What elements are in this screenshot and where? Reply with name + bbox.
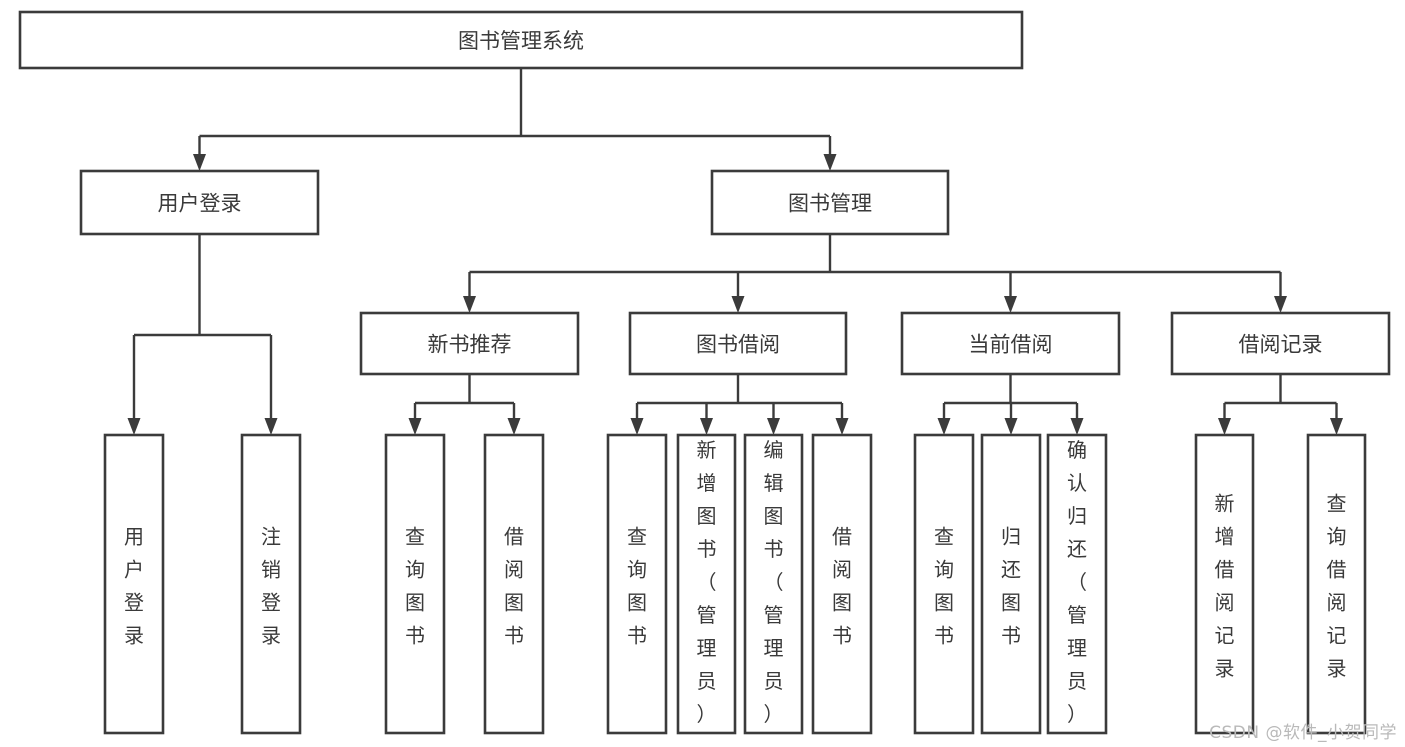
node-label-leaf-user-login: 用户登录 xyxy=(124,525,144,648)
node-label-new-book-recommend: 新书推荐 xyxy=(428,333,512,357)
node-box-leaf-borrow-book-2 xyxy=(811,433,873,735)
node-box-leaf-add-book xyxy=(676,433,737,735)
node-box-leaf-return-book xyxy=(980,433,1042,735)
node-box-borrow-record xyxy=(1170,311,1391,376)
root-arrow-2 xyxy=(823,154,837,171)
node-box-leaf-user-login xyxy=(103,433,165,735)
user-login-leaf-arrow-2 xyxy=(264,418,278,435)
node-leaf-user-login[interactable]: 用户登录 xyxy=(103,433,165,735)
node-label-leaf-edit-book: 编辑图书（管理员） xyxy=(764,438,784,726)
node-book-manage[interactable]: 图书管理 xyxy=(710,169,950,236)
node-leaf-add-book[interactable]: 新增图书（管理员） xyxy=(676,433,737,735)
node-box-leaf-query-book-2 xyxy=(606,433,668,735)
node-box-book-borrow xyxy=(628,311,848,376)
new-book-recommend-leaf-arrow-2 xyxy=(507,418,521,435)
node-label-leaf-user-logout: 注销登录 xyxy=(261,525,281,648)
node-label-book-manage: 图书管理 xyxy=(788,192,872,216)
node-label-root: 图书管理系统 xyxy=(458,29,584,53)
node-leaf-add-record[interactable]: 新增借阅记录 xyxy=(1194,433,1255,735)
node-box-leaf-confirm-return xyxy=(1046,433,1108,735)
connector-layer xyxy=(127,68,1343,435)
node-label-leaf-return-book: 归还图书 xyxy=(1001,525,1021,648)
node-book-borrow[interactable]: 图书借阅 xyxy=(628,311,848,376)
node-label-leaf-query-record: 查询借阅记录 xyxy=(1327,492,1347,681)
node-leaf-borrow-book-1[interactable]: 借阅图书 xyxy=(483,433,545,735)
node-label-leaf-query-book-1: 查询图书 xyxy=(405,525,425,648)
node-leaf-query-record[interactable]: 查询借阅记录 xyxy=(1306,433,1367,735)
book-borrow-leaf-arrow-1 xyxy=(630,418,644,435)
book-borrow-leaf-arrow-4 xyxy=(835,418,849,435)
node-label-leaf-query-book-2: 查询图书 xyxy=(627,525,647,648)
node-label-leaf-confirm-return: 确认归还（管理员） xyxy=(1067,438,1087,726)
node-label-borrow-record: 借阅记录 xyxy=(1239,333,1323,357)
book-borrow-leaf-arrow-2 xyxy=(700,418,713,435)
node-label-leaf-borrow-book-2: 借阅图书 xyxy=(832,525,852,648)
node-box-book-manage xyxy=(710,169,950,236)
node-box-leaf-borrow-book-1 xyxy=(483,433,545,735)
node-box-leaf-edit-book xyxy=(743,433,804,735)
root-arrow-1 xyxy=(193,154,206,171)
user-login-leaf-arrow-1 xyxy=(127,418,141,435)
borrow-record-leaf-arrow-2 xyxy=(1330,418,1343,435)
node-new-book-recommend[interactable]: 新书推荐 xyxy=(359,311,580,376)
node-label-leaf-add-record: 新增借阅记录 xyxy=(1215,492,1235,681)
book-manage-arrow-1 xyxy=(463,296,476,313)
book-manage-arrow-4 xyxy=(1274,296,1287,313)
node-box-leaf-query-book-1 xyxy=(384,433,446,735)
node-leaf-query-book-3[interactable]: 查询图书 xyxy=(913,433,975,735)
node-leaf-return-book[interactable]: 归还图书 xyxy=(980,433,1042,735)
current-borrow-leaf-arrow-3 xyxy=(1070,418,1084,435)
current-borrow-leaf-arrow-1 xyxy=(937,418,951,435)
node-user-login[interactable]: 用户登录 xyxy=(79,169,320,236)
node-box-current-borrow xyxy=(900,311,1121,376)
current-borrow-leaf-arrow-2 xyxy=(1004,418,1018,435)
node-label-leaf-query-book-3: 查询图书 xyxy=(934,525,954,648)
node-box-leaf-query-book-3 xyxy=(913,433,975,735)
node-box-leaf-add-record xyxy=(1194,433,1255,735)
node-layer: 图书管理系统用户登录图书管理新书推荐图书借阅当前借阅借阅记录用户登录注销登录查询… xyxy=(18,10,1391,735)
borrow-record-leaf-arrow-1 xyxy=(1218,418,1231,435)
node-label-leaf-add-book: 新增图书（管理员） xyxy=(697,438,717,726)
node-current-borrow[interactable]: 当前借阅 xyxy=(900,311,1121,376)
new-book-recommend-leaf-arrow-1 xyxy=(408,418,422,435)
node-label-current-borrow: 当前借阅 xyxy=(969,333,1053,357)
node-label-leaf-borrow-book-1: 借阅图书 xyxy=(504,525,524,648)
book-borrow-leaf-arrow-3 xyxy=(767,418,780,435)
node-borrow-record[interactable]: 借阅记录 xyxy=(1170,311,1391,376)
node-leaf-user-logout[interactable]: 注销登录 xyxy=(240,433,302,735)
node-leaf-query-book-1[interactable]: 查询图书 xyxy=(384,433,446,735)
node-label-user-login: 用户登录 xyxy=(158,192,242,216)
node-box-root xyxy=(18,10,1024,70)
node-box-leaf-user-logout xyxy=(240,433,302,735)
node-leaf-query-book-2[interactable]: 查询图书 xyxy=(606,433,668,735)
book-manage-arrow-2 xyxy=(731,296,745,313)
node-box-user-login xyxy=(79,169,320,236)
node-label-book-borrow: 图书借阅 xyxy=(696,333,780,357)
node-box-leaf-query-record xyxy=(1306,433,1367,735)
node-box-new-book-recommend xyxy=(359,311,580,376)
book-manage-arrow-3 xyxy=(1004,296,1017,313)
node-leaf-edit-book[interactable]: 编辑图书（管理员） xyxy=(743,433,804,735)
node-leaf-borrow-book-2[interactable]: 借阅图书 xyxy=(811,433,873,735)
node-leaf-confirm-return[interactable]: 确认归还（管理员） xyxy=(1046,433,1108,735)
node-root[interactable]: 图书管理系统 xyxy=(18,10,1024,70)
